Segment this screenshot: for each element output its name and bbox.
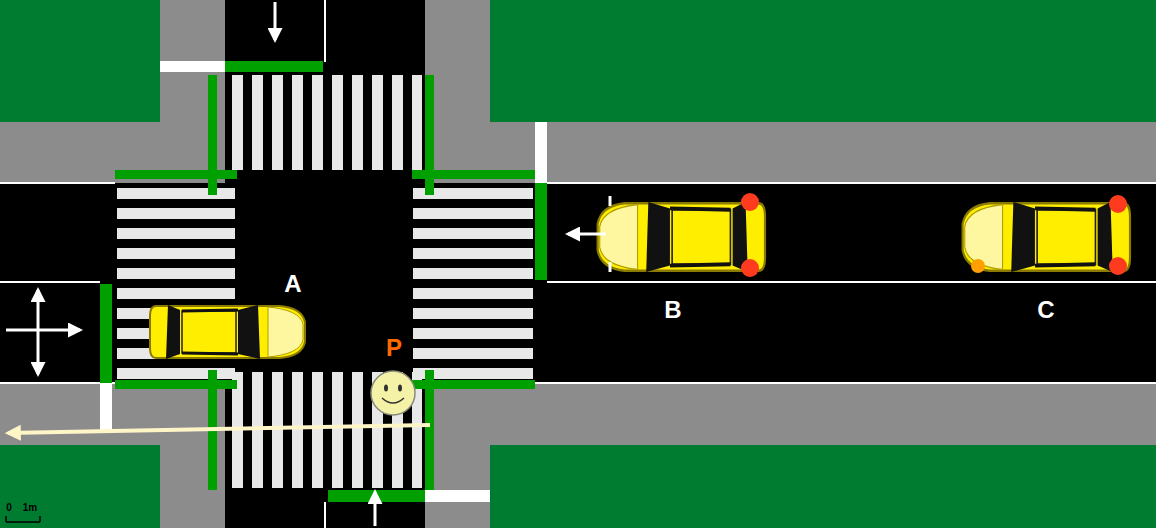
pedestrian-label: P [386, 336, 402, 360]
car-c [963, 195, 1130, 275]
car-a [150, 305, 305, 359]
scale-text: 0 [6, 503, 12, 513]
stop-lines [100, 61, 547, 502]
grass [490, 445, 1156, 528]
pedestrian [371, 371, 415, 415]
car-b [568, 193, 765, 277]
lane-arrows [6, 2, 375, 526]
grass [0, 0, 160, 122]
pedestrian-path [8, 425, 430, 433]
car-label: C [1037, 298, 1054, 322]
crosswalk [413, 186, 533, 380]
car-label: B [664, 298, 681, 322]
road [0, 183, 1156, 383]
crosswalk [228, 75, 422, 170]
road [225, 0, 425, 528]
car-label: A [284, 272, 301, 296]
scale-text: 1m [23, 503, 37, 513]
grass [490, 0, 1156, 122]
grass [0, 445, 160, 528]
scale-bar [6, 516, 40, 522]
